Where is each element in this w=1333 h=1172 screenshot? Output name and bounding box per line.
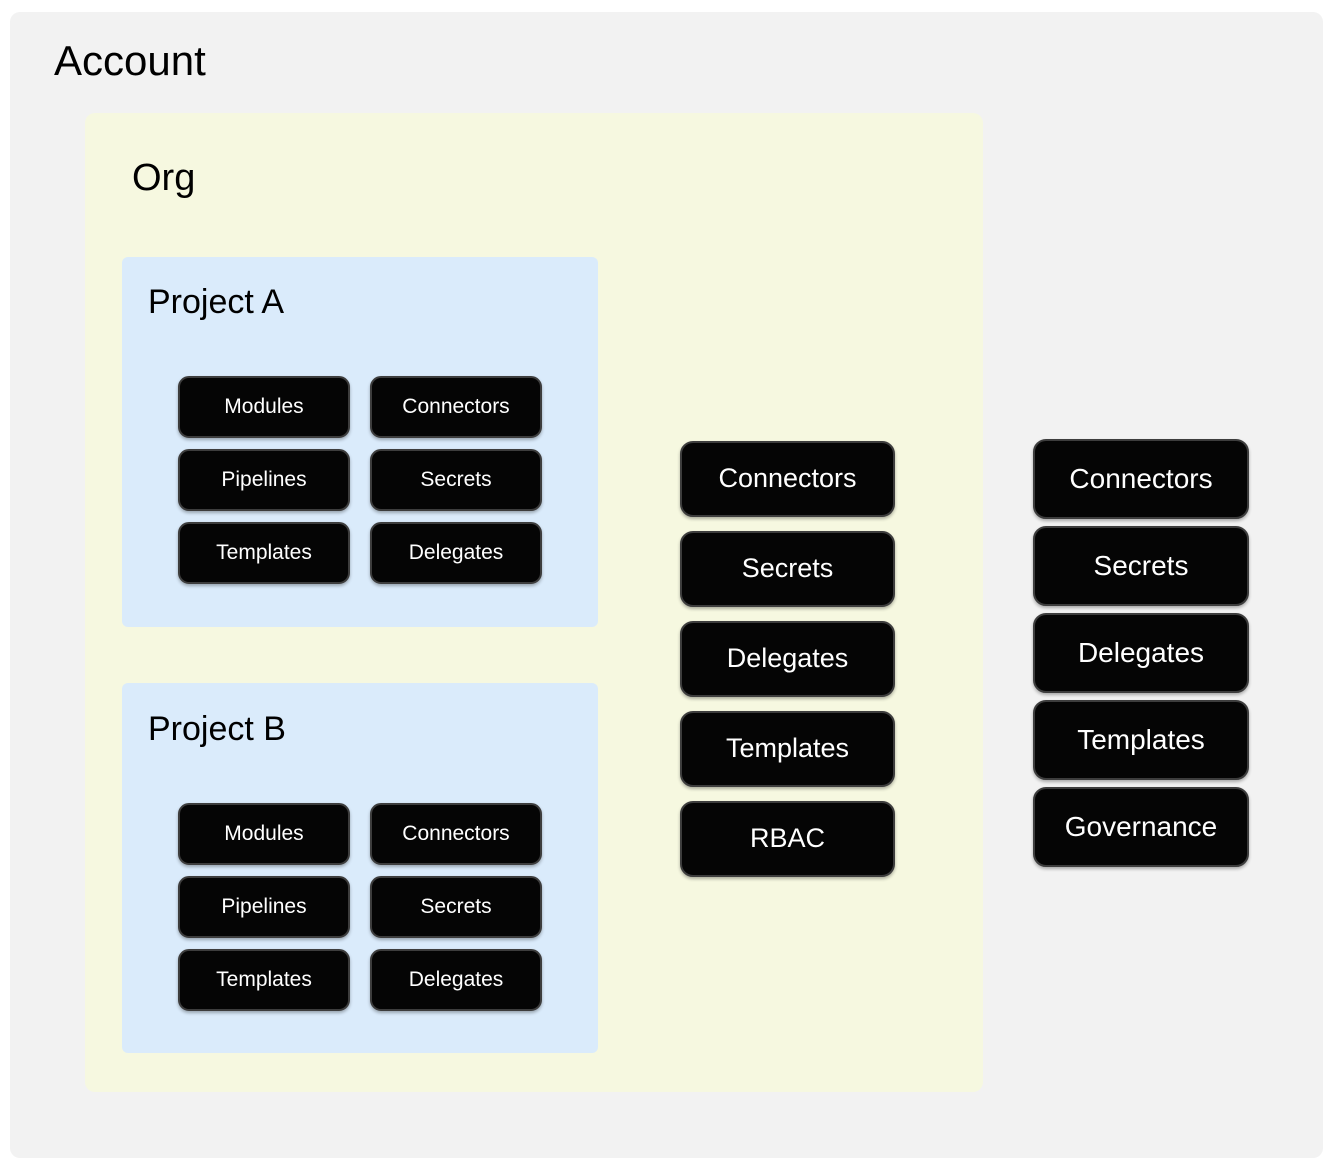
- project-b-resource-templates[interactable]: Templates: [178, 949, 350, 1011]
- account-resource-governance[interactable]: Governance: [1033, 787, 1249, 867]
- project-a-resource-secrets[interactable]: Secrets: [370, 449, 542, 511]
- org-resource-delegates[interactable]: Delegates: [680, 621, 895, 697]
- org-resource-secrets[interactable]: Secrets: [680, 531, 895, 607]
- account-resource-templates[interactable]: Templates: [1033, 700, 1249, 780]
- org-scope-title: Org: [132, 157, 196, 199]
- org-resource-rbac[interactable]: RBAC: [680, 801, 895, 877]
- project-a-scope-title: Project A: [148, 283, 285, 321]
- org-resource-connectors[interactable]: Connectors: [680, 441, 895, 517]
- org-resource-column: Connectors Secrets Delegates Templates R…: [680, 441, 895, 877]
- project-a-resource-connectors[interactable]: Connectors: [370, 376, 542, 438]
- account-scope-title: Account: [54, 37, 206, 84]
- project-b-resource-secrets[interactable]: Secrets: [370, 876, 542, 938]
- account-resource-connectors[interactable]: Connectors: [1033, 439, 1249, 519]
- project-b-resource-connectors[interactable]: Connectors: [370, 803, 542, 865]
- project-b-resource-pipelines[interactable]: Pipelines: [178, 876, 350, 938]
- account-resource-secrets[interactable]: Secrets: [1033, 526, 1249, 606]
- project-a-resource-modules[interactable]: Modules: [178, 376, 350, 438]
- project-a-resource-grid: Modules Connectors Pipelines Secrets Tem…: [178, 376, 542, 584]
- project-b-resource-delegates[interactable]: Delegates: [370, 949, 542, 1011]
- project-b-resource-grid: Modules Connectors Pipelines Secrets Tem…: [178, 803, 542, 1011]
- org-resource-templates[interactable]: Templates: [680, 711, 895, 787]
- project-a-resource-delegates[interactable]: Delegates: [370, 522, 542, 584]
- project-a-resource-templates[interactable]: Templates: [178, 522, 350, 584]
- project-b-scope-title: Project B: [148, 710, 286, 748]
- project-b-resource-modules[interactable]: Modules: [178, 803, 350, 865]
- account-resource-column: Connectors Secrets Delegates Templates G…: [1033, 439, 1249, 867]
- project-a-resource-pipelines[interactable]: Pipelines: [178, 449, 350, 511]
- account-resource-delegates[interactable]: Delegates: [1033, 613, 1249, 693]
